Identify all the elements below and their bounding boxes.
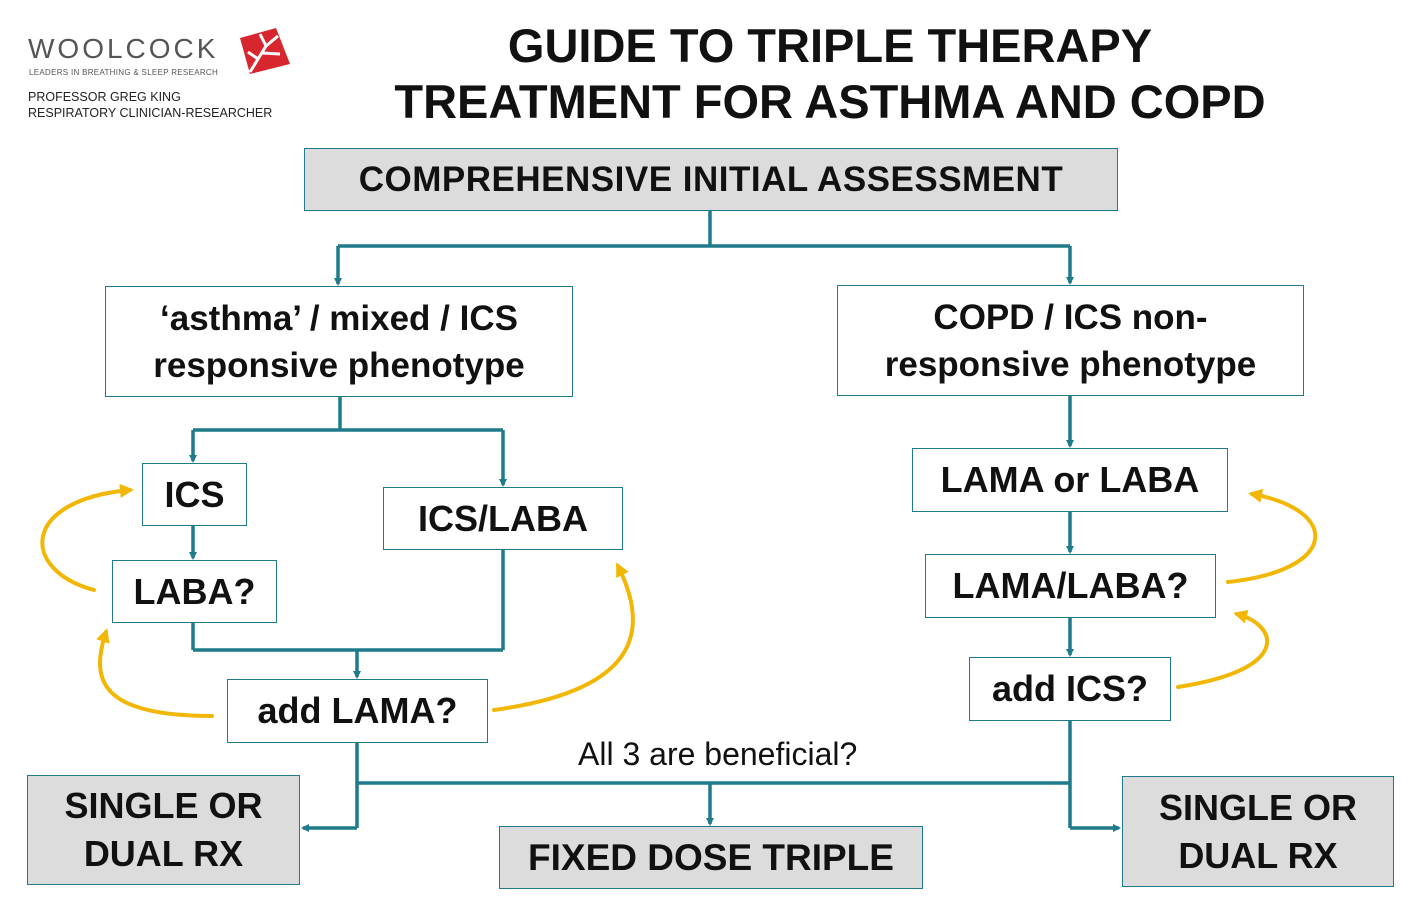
title-line-1: GUIDE TO TRIPLE THERAPY: [507, 19, 1153, 72]
all-three-beneficial-question: All 3 are beneficial?: [578, 736, 858, 772]
ics-box: ICS: [142, 463, 247, 526]
right-outcome-line-2: DUAL RX: [1178, 834, 1338, 876]
asthma-phenotype-line-2: responsive phenotype: [153, 345, 525, 385]
page-title: GUIDE TO TRIPLE THERAPY TREATMENT FOR AS…: [330, 18, 1330, 130]
asthma-phenotype-box: ‘asthma’ / mixed / ICS responsive phenot…: [105, 286, 573, 397]
right-single-dual-rx-box: SINGLE OR DUAL RX: [1122, 776, 1394, 887]
fixed-dose-triple-box: FIXED DOSE TRIPLE: [499, 826, 923, 889]
copd-phenotype-line-1: COPD / ICS non-: [933, 297, 1208, 337]
credit-name: PROFESSOR GREG KING: [28, 90, 181, 104]
copd-phenotype-box: COPD / ICS non- responsive phenotype: [837, 285, 1304, 396]
lama-or-laba-box: LAMA or LABA: [912, 448, 1228, 512]
ics-laba-box: ICS/LABA: [383, 487, 623, 550]
left-outcome-line-2: DUAL RX: [83, 833, 244, 874]
laba-question-box: LABA?: [112, 560, 277, 623]
lama-laba-question-box: LAMA/LABA?: [925, 554, 1216, 618]
asthma-phenotype-line-1: ‘asthma’ / mixed / ICS: [160, 298, 518, 338]
comprehensive-assessment-box: COMPREHENSIVE INITIAL ASSESSMENT: [304, 148, 1118, 211]
logo-wordmark: WOOLCOCK: [28, 33, 219, 64]
add-ics-box: add ICS?: [969, 657, 1171, 721]
right-outcome-line-1: SINGLE OR: [1158, 786, 1358, 828]
copd-phenotype-line-2: responsive phenotype: [884, 344, 1257, 384]
left-single-dual-rx-box: SINGLE OR DUAL RX: [27, 775, 300, 885]
left-outcome-line-1: SINGLE OR: [64, 785, 263, 826]
logo-tagline: LEADERS IN BREATHING & SLEEP RESEARCH: [29, 68, 219, 77]
title-line-2: TREATMENT FOR ASTHMA AND COPD: [394, 75, 1266, 128]
logo-leaf-icon: [240, 28, 290, 74]
credit-role: RESPIRATORY CLINICIAN-RESEARCHER: [28, 106, 273, 120]
add-lama-box: add LAMA?: [227, 679, 488, 743]
